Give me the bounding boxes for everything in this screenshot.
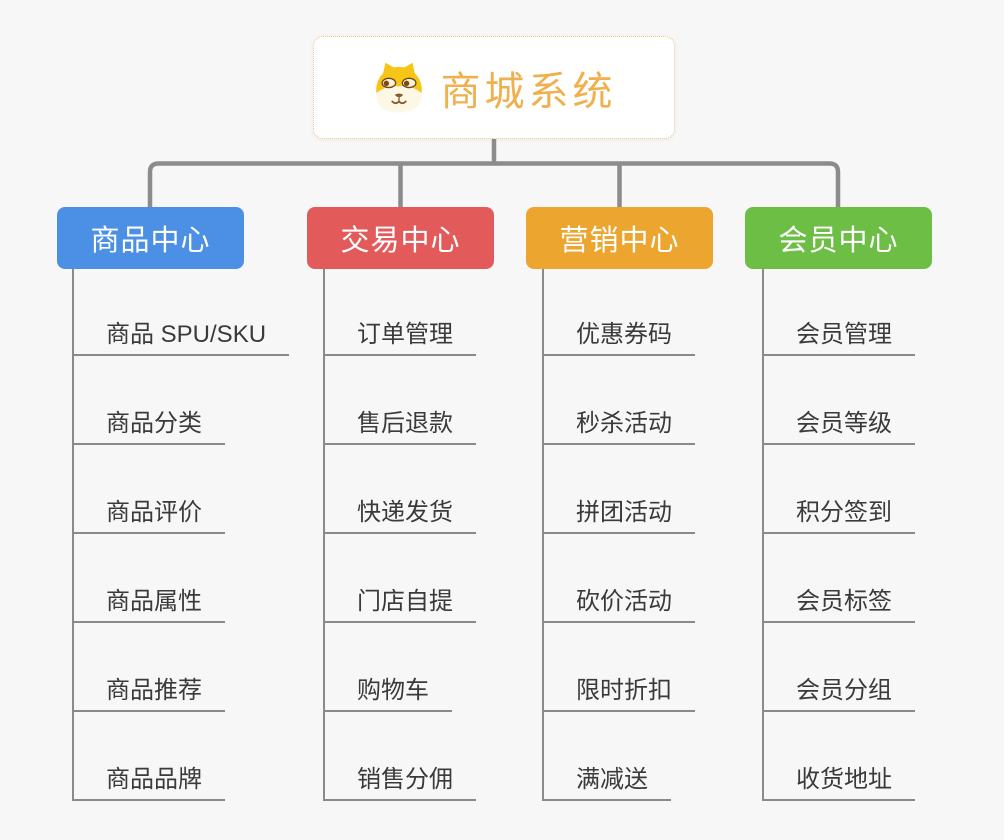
child-topic[interactable]: 收货地址	[762, 765, 915, 801]
branch-trunk-line	[542, 268, 544, 801]
child-topic[interactable]: 销售分佣	[323, 765, 476, 801]
child-topic[interactable]: 满减送	[542, 765, 671, 801]
child-topic[interactable]: 会员等级	[762, 409, 915, 445]
child-topic[interactable]: 秒杀活动	[542, 409, 695, 445]
branch-label: 交易中心	[340, 225, 461, 257]
branch-label: 商品中心	[90, 225, 211, 257]
child-topic[interactable]: 会员标签	[762, 587, 915, 623]
child-topic[interactable]: 商品评价	[72, 498, 225, 534]
child-topic[interactable]: 商品属性	[72, 587, 225, 623]
bus-line	[147, 161, 841, 210]
branch-label: 营销中心	[559, 225, 680, 257]
child-topic[interactable]: 订单管理	[323, 320, 476, 356]
child-topic[interactable]: 会员管理	[762, 320, 915, 356]
root-node[interactable]: 商城系统	[313, 36, 675, 139]
branch-trunk-line	[72, 268, 74, 801]
branch-node-marketing-center[interactable]: 营销中心	[526, 207, 713, 269]
branch-node-member-center[interactable]: 会员中心	[745, 207, 932, 269]
child-topic[interactable]: 会员分组	[762, 676, 915, 712]
child-topic[interactable]: 优惠券码	[542, 320, 695, 356]
child-topic[interactable]: 商品品牌	[72, 765, 225, 801]
child-topic[interactable]: 商品分类	[72, 409, 225, 445]
branch-trunk-line	[323, 268, 325, 801]
branch-label: 会员中心	[778, 225, 899, 257]
child-topic[interactable]: 购物车	[323, 676, 452, 712]
child-topic[interactable]: 砍价活动	[542, 587, 695, 623]
child-topic[interactable]: 快递发货	[323, 498, 476, 534]
child-topic[interactable]: 限时折扣	[542, 676, 695, 712]
child-topic[interactable]: 拼团活动	[542, 498, 695, 534]
branch-node-trade-center[interactable]: 交易中心	[307, 207, 494, 269]
branch-node-product-center[interactable]: 商品中心	[57, 207, 244, 269]
child-topic[interactable]: 积分签到	[762, 498, 915, 534]
child-topic[interactable]: 商品 SPU/SKU	[72, 320, 290, 356]
root-node-title: 商城系统	[440, 69, 617, 114]
dog-face-icon	[375, 62, 422, 112]
child-topic[interactable]: 门店自提	[323, 587, 476, 623]
child-topic[interactable]: 售后退款	[323, 409, 476, 445]
branch-trunk-line	[762, 268, 764, 801]
child-topic[interactable]: 商品推荐	[72, 676, 225, 712]
